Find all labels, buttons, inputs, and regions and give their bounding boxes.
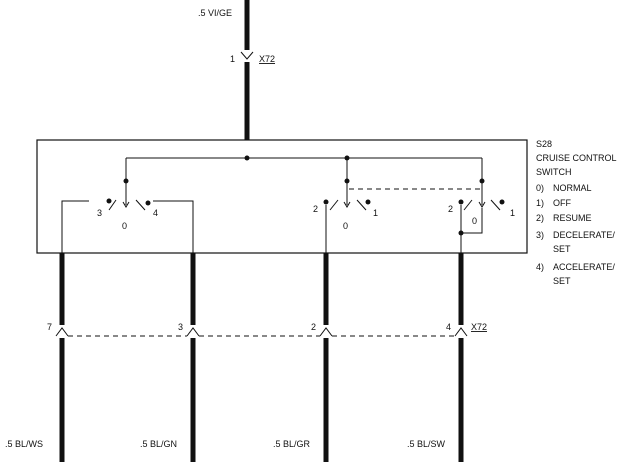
top-connector-name: X72 — [259, 54, 275, 64]
component-box — [36, 139, 528, 254]
bottom-connector: 7 3 2 4 X72 — [47, 322, 487, 337]
position-text: OFF — [553, 198, 571, 208]
bottom-connector-pin: 7 — [47, 322, 52, 332]
internal-bus — [125, 155, 483, 180]
position-key: 1) — [536, 198, 544, 208]
bottom-wire-label: .5 BL/GR — [273, 439, 311, 449]
switch-1-left-label: 3 — [97, 208, 102, 218]
position-key: 0) — [536, 183, 544, 193]
position-key: 3) — [536, 230, 544, 240]
component-legend: S28 CRUISE CONTROL SWITCH 0) NORMAL 1) O… — [536, 139, 617, 286]
switch-1-mid-label: 0 — [122, 221, 127, 231]
bottom-connector-name: X72 — [471, 322, 487, 332]
bottom-connector-pin: 4 — [446, 322, 451, 332]
top-connector-pin: 1 — [230, 54, 235, 64]
position-key: 2) — [536, 213, 544, 223]
component-name-line2: SWITCH — [536, 167, 572, 177]
bottom-connector-pin: 3 — [178, 322, 183, 332]
switch-1: 3 0 4 — [61, 178, 194, 253]
bottom-connector-pin: 2 — [311, 322, 316, 332]
bottom-wire-label: .5 BL/SW — [407, 439, 446, 449]
switch-1-right-label: 4 — [153, 208, 158, 218]
switch-2: 2 0 1 — [313, 178, 378, 253]
position-text: NORMAL — [553, 183, 592, 193]
bus-junction-1 — [244, 155, 250, 161]
position-text: ACCELERATE/ — [553, 262, 615, 272]
position-text: RESUME — [553, 213, 592, 223]
component-name-line1: CRUISE CONTROL — [536, 153, 617, 163]
switch-2-left-label: 2 — [313, 204, 318, 214]
switch-2-mid-label: 0 — [343, 221, 348, 231]
switch-3: 2 0 1 — [448, 178, 515, 253]
position-text: SET — [553, 276, 571, 286]
switch-2-right-label: 1 — [373, 208, 378, 218]
component-id: S28 — [536, 139, 552, 149]
bottom-wire-label: .5 BL/GN — [140, 439, 177, 449]
top-wire-label: .5 VI/GE — [198, 8, 232, 18]
bottom-wire-label: .5 BL/WS — [5, 439, 43, 449]
top-connector: 1 X72 — [230, 51, 275, 64]
position-text: SET — [553, 244, 571, 254]
switch-3-right-label: 1 — [510, 208, 515, 218]
position-key: 4) — [536, 262, 544, 272]
switch-3-left-label: 2 — [448, 204, 453, 214]
switch-3-mid-label: 0 — [472, 216, 477, 226]
position-text: DECELERATE/ — [553, 230, 615, 240]
